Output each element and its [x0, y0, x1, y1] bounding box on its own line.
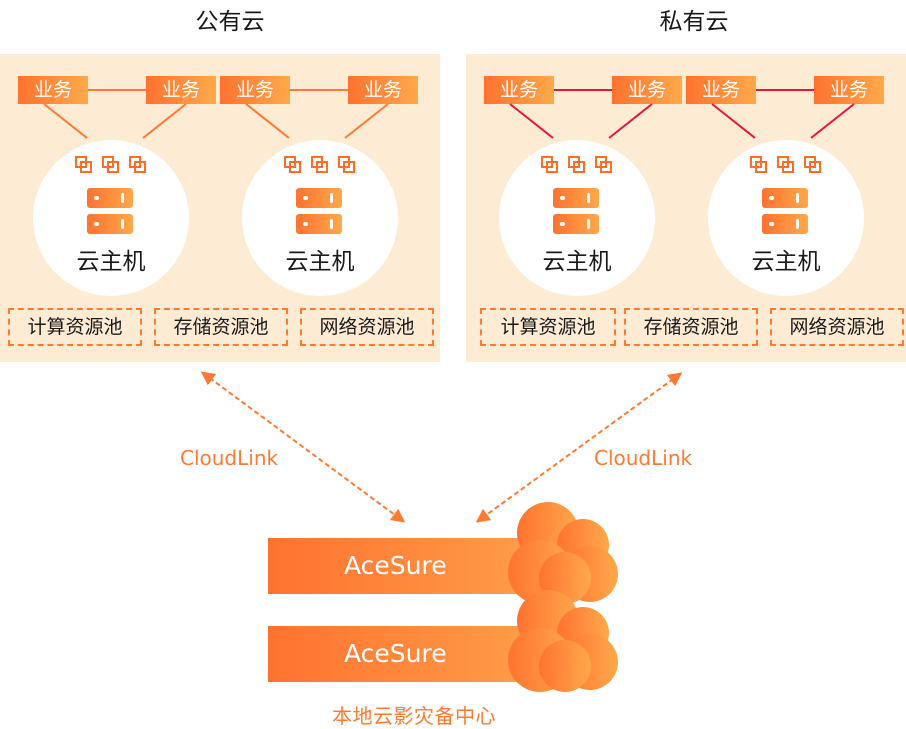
storage-pool: 存储资源池	[154, 308, 288, 346]
business-node: 业务	[484, 76, 554, 104]
business-node: 业务	[686, 76, 756, 104]
network-pool: 网络资源池	[300, 308, 434, 346]
storage-pool: 存储资源池	[624, 308, 758, 346]
host-label: 云主机	[285, 249, 355, 275]
acesure-label: AceSure	[344, 639, 447, 668]
business-node: 业务	[348, 76, 418, 104]
host-label: 云主机	[542, 249, 612, 275]
cloudlink-label-public: CloudLink	[180, 446, 279, 470]
cloud-host: 云主机	[242, 140, 398, 296]
business-node: 业务	[146, 76, 216, 104]
server-icon	[553, 214, 599, 234]
vm-icon	[541, 156, 559, 174]
server-icon	[296, 214, 342, 234]
vm-icon	[595, 156, 613, 174]
private-cloud-title: 私有云	[659, 9, 729, 35]
vm-icons	[242, 156, 398, 174]
vm-icons	[708, 156, 864, 174]
network-pool: 网络资源池	[770, 308, 904, 346]
compute-pool: 计算资源池	[480, 308, 616, 346]
private-cloud-panel: 业务 业务 业务 业务 云主机 云主机 计算资源池 存储资源池 网络资源池	[466, 54, 906, 362]
disaster-center-label: 本地云影灾备中心	[332, 704, 496, 728]
server-icon	[87, 188, 133, 208]
vm-icon	[129, 156, 147, 174]
vm-icons	[499, 156, 655, 174]
cloud-host: 云主机	[33, 140, 189, 296]
cloud-host: 云主机	[708, 140, 864, 296]
vm-icon	[311, 156, 329, 174]
acesure-node: AceSure	[268, 626, 558, 682]
server-icon	[762, 188, 808, 208]
vm-icon	[102, 156, 120, 174]
compute-pool: 计算资源池	[8, 308, 142, 346]
vm-icon	[750, 156, 768, 174]
vm-icon	[777, 156, 795, 174]
vm-icon	[568, 156, 586, 174]
public-cloud-title: 公有云	[195, 9, 265, 35]
server-icon	[762, 214, 808, 234]
cloudlink-label-private: CloudLink	[594, 446, 693, 470]
host-label: 云主机	[76, 249, 146, 275]
vm-icon	[284, 156, 302, 174]
acesure-label: AceSure	[344, 551, 447, 580]
server-icon	[87, 214, 133, 234]
vm-icon	[804, 156, 822, 174]
vm-icons	[33, 156, 189, 174]
acesure-node: AceSure	[268, 538, 558, 594]
server-icon	[296, 188, 342, 208]
business-node: 业务	[18, 76, 88, 104]
business-node: 业务	[220, 76, 290, 104]
host-label: 云主机	[751, 249, 821, 275]
server-icon	[553, 188, 599, 208]
business-node: 业务	[814, 76, 884, 104]
public-cloud-panel: 业务 业务 业务 业务 云主机 云主机 计算资源池 存储资源池 网络资源池	[0, 54, 440, 362]
vm-icon	[338, 156, 356, 174]
vm-icon	[75, 156, 93, 174]
business-node: 业务	[612, 76, 682, 104]
cloud-host: 云主机	[499, 140, 655, 296]
